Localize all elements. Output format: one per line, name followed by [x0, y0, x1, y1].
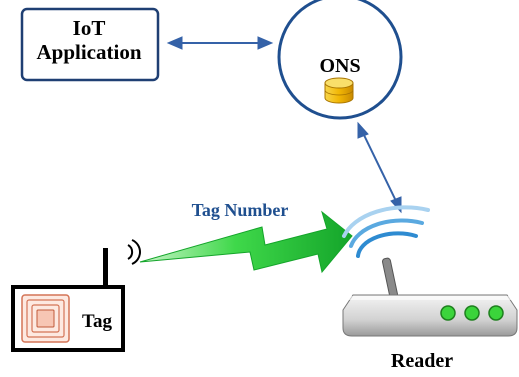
tag-device: [11, 248, 125, 352]
tag-label: Tag: [82, 311, 112, 332]
database-icon: [324, 77, 354, 104]
router-led-2: [464, 305, 480, 321]
tag-signal-icon: [127, 239, 141, 265]
tag-number-label: Tag Number: [191, 200, 289, 220]
router-led-3: [488, 305, 504, 321]
wifi-waves-icon: [342, 205, 430, 258]
iot-application-label: IoT Application: [24, 16, 154, 64]
rfid-chip-icon: [21, 294, 70, 343]
iot-application-box: [20, 7, 160, 82]
iot-application-line1: IoT: [72, 16, 106, 40]
reader-label: Reader: [390, 350, 454, 372]
ons-circle: [277, 0, 403, 120]
edge-app-ons-arrow: [166, 36, 274, 50]
lightning-arrow-icon: [139, 210, 353, 274]
ons-label: ONS: [319, 55, 361, 77]
wireless-router-icon: [342, 257, 518, 337]
router-led-1: [440, 305, 456, 321]
iot-application-line2: Application: [36, 40, 142, 64]
edge-ons-reader-arrow: [357, 121, 402, 214]
